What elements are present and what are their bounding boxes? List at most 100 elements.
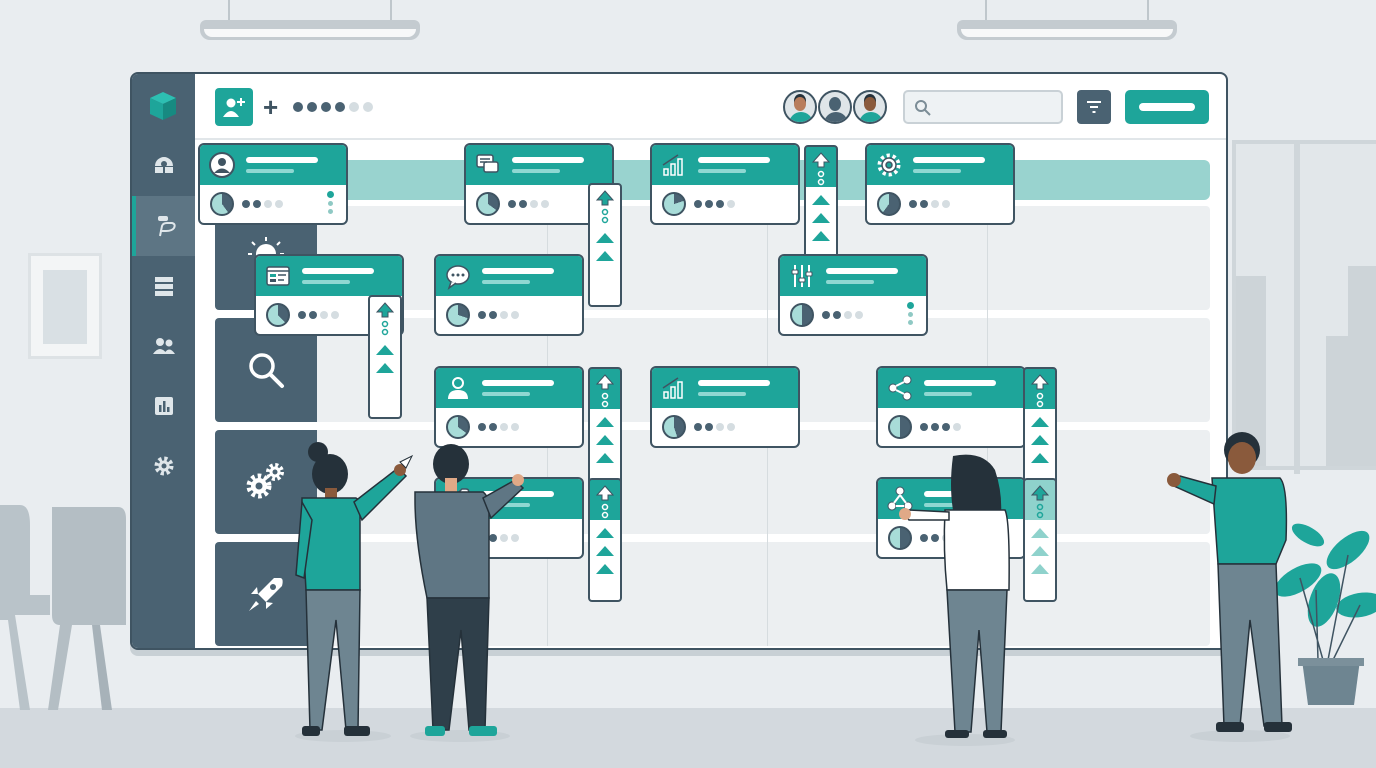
priority-chevron-icon: [812, 213, 830, 223]
priority-arrows-control[interactable]: [588, 183, 622, 307]
step-dot: [293, 102, 303, 112]
priority-chevron-icon: [812, 231, 830, 241]
roadmap-card[interactable]: [876, 366, 1026, 448]
priority-chevron-icon: [596, 453, 614, 463]
progress-pie-icon: [476, 192, 500, 216]
chart-icon: [154, 397, 173, 415]
priority-chevron-icon: [596, 417, 614, 427]
browser-icon: [266, 266, 290, 286]
sidebar-item-settings[interactable]: [132, 436, 195, 496]
sidebar-item-roadmap[interactable]: [132, 196, 195, 256]
dashboard-icon: [154, 157, 173, 173]
ceiling-lamp-left: [200, 0, 420, 42]
promote-arrow-icon: [811, 152, 831, 186]
potted-plant: [1274, 523, 1376, 705]
roadmap-icon: [157, 216, 176, 237]
roadmap-card[interactable]: [865, 143, 1015, 225]
progress-pie-icon: [266, 303, 290, 327]
priority-chevron-icon: [1031, 546, 1049, 556]
card-subtitle-placeholder: [482, 392, 530, 396]
priority-arrows-control[interactable]: [588, 367, 622, 491]
search-input[interactable]: [903, 90, 1063, 124]
share-icon: [888, 375, 912, 401]
priority-chevron-icon: [1031, 417, 1049, 427]
swimlane-label-3[interactable]: [215, 430, 317, 534]
step-dot: [307, 102, 317, 112]
priority-chevron-icon: [596, 233, 614, 243]
gear-icon: [877, 153, 901, 177]
card-subtitle-placeholder: [246, 169, 294, 173]
sidebar-item-reports[interactable]: [132, 376, 195, 436]
progress-pie-icon: [662, 415, 686, 439]
card-title-placeholder: [698, 157, 770, 163]
roadmap-card[interactable]: [778, 254, 928, 336]
sidebar-item-team[interactable]: [132, 316, 195, 376]
card-status-dots: [920, 423, 961, 431]
priority-chevron-icon: [1031, 528, 1049, 538]
step-dot: [363, 102, 373, 112]
sidebar-item-dashboard[interactable]: [132, 134, 195, 194]
chair-left: [0, 505, 126, 710]
card-status-dots: [242, 200, 283, 208]
filter-button[interactable]: [1077, 90, 1111, 124]
speech-bubble-icon: [446, 265, 470, 290]
priority-chevron-icon: [1031, 564, 1049, 574]
card-title-placeholder: [913, 157, 985, 163]
add-member-button[interactable]: [215, 88, 253, 126]
collaborator-avatars: [783, 90, 888, 124]
roadmap-card[interactable]: [650, 143, 800, 225]
card-status-dots: [909, 200, 950, 208]
priority-arrows-control[interactable]: [1023, 367, 1057, 491]
list-icon: [154, 277, 173, 296]
card-status-dots: [478, 311, 519, 319]
avatar-man[interactable]: [853, 90, 887, 124]
card-subtitle-placeholder: [512, 169, 560, 173]
priority-chevron-icon: [812, 195, 830, 205]
priority-arrows-control[interactable]: [1023, 478, 1057, 602]
progress-pie-icon: [877, 192, 901, 216]
card-title-placeholder: [826, 268, 898, 274]
kebab-menu-icon[interactable]: [907, 302, 914, 325]
person-man-grey-jacket: [410, 444, 525, 742]
network-icon: [887, 486, 913, 511]
card-subtitle-placeholder: [826, 280, 874, 284]
card-status-dots: [822, 311, 863, 319]
sidebar: [132, 74, 195, 648]
progress-pie-icon: [888, 526, 912, 550]
step-dot: [335, 102, 345, 112]
progress-pie-icon: [210, 192, 234, 216]
kebab-menu-icon[interactable]: [327, 191, 334, 214]
priority-chevron-icon: [596, 435, 614, 445]
card-subtitle-placeholder: [924, 503, 972, 507]
card-title-placeholder: [482, 491, 554, 497]
avatar-woman[interactable]: [783, 90, 817, 124]
primary-action-button[interactable]: [1125, 90, 1209, 124]
person-man-teal-shirt: [1167, 432, 1292, 742]
avatar-placeholder[interactable]: [818, 90, 852, 124]
floor: [0, 708, 1376, 768]
roadmap-card[interactable]: [434, 254, 584, 336]
priority-arrows-control[interactable]: [804, 145, 838, 269]
top-toolbar: +: [195, 74, 1226, 140]
priority-chevron-icon: [596, 564, 614, 574]
priority-arrows-control[interactable]: [588, 478, 622, 602]
progress-pie-icon: [446, 415, 470, 439]
person-woman-teal-sweater: [295, 442, 414, 742]
add-user-icon: [223, 98, 245, 117]
team-icon: [152, 338, 175, 354]
priority-chevron-icon: [376, 363, 394, 373]
growth-chart-icon: [662, 377, 683, 399]
ceiling-lamp-right: [957, 0, 1177, 42]
cube-logo-icon: [150, 92, 176, 120]
priority-arrows-control[interactable]: [368, 295, 402, 419]
column-header-4[interactable]: [995, 160, 1210, 200]
sidebar-item-list[interactable]: [132, 256, 195, 316]
add-step-button[interactable]: +: [263, 92, 279, 122]
card-title-placeholder: [924, 380, 996, 386]
card-status-dots: [694, 200, 735, 208]
card-subtitle-placeholder: [482, 280, 530, 284]
roadmap-card[interactable]: [434, 366, 584, 448]
roadmap-card[interactable]: [650, 366, 800, 448]
search-icon: [249, 353, 284, 388]
roadmap-card[interactable]: [198, 143, 348, 225]
